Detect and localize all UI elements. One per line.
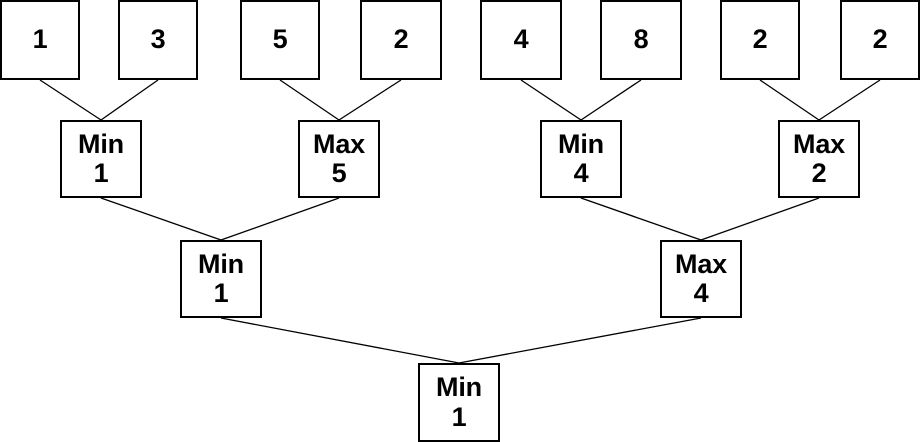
node-value: 8	[633, 24, 649, 55]
tree-node-leaf1[interactable]: 3	[118, 0, 198, 80]
tree-node-leaf6[interactable]: 2	[720, 0, 800, 80]
node-label: Min	[78, 128, 124, 159]
node-value: 2	[393, 24, 409, 55]
tree-edge-n3a-to-root	[220, 317, 460, 364]
node-value: 5	[272, 24, 288, 55]
tree-edge-leaf5-to-n2c	[580, 79, 642, 121]
tree-edge-n3b-to-root	[458, 317, 702, 364]
node-value: 2	[752, 24, 768, 55]
tree-node-leaf4[interactable]: 4	[480, 0, 562, 80]
node-value: 5	[331, 158, 347, 188]
tree-edge-leaf6-to-n2d	[759, 79, 820, 121]
node-value: 1	[93, 158, 109, 188]
node-value: 2	[872, 24, 888, 55]
node-label: Min	[558, 128, 604, 159]
node-value: 3	[150, 24, 166, 55]
node-value: 4	[693, 278, 709, 308]
tree-node-leaf0[interactable]: 1	[0, 0, 80, 80]
tree-edge-leaf3-to-n2b	[338, 79, 402, 121]
tree-edge-n2c-to-n3b	[580, 197, 702, 241]
node-label: Max	[313, 128, 365, 159]
node-value: 4	[513, 24, 529, 55]
node-value: 4	[573, 158, 589, 188]
node-label: Max	[675, 248, 727, 279]
node-value: 1	[451, 401, 467, 432]
tree-edge-leaf1-to-n2a	[100, 79, 159, 121]
node-value: 2	[811, 158, 827, 188]
tree-edge-leaf4-to-n2c	[520, 79, 582, 121]
tree-node-leaf5[interactable]: 8	[600, 0, 682, 80]
tree-node-leaf7[interactable]: 2	[840, 0, 920, 80]
node-label: Max	[793, 128, 845, 159]
node-value: 1	[213, 278, 229, 308]
tree-edge-n2a-to-n3a	[100, 197, 222, 241]
tree-edge-leaf7-to-n2d	[818, 79, 881, 121]
tree-edge-leaf0-to-n2a	[39, 79, 102, 121]
tree-node-leaf3[interactable]: 2	[360, 0, 442, 80]
node-value: 1	[32, 24, 48, 55]
node-label: Min	[198, 248, 244, 279]
tree-node-leaf2[interactable]: 5	[240, 0, 320, 80]
tree-edge-n2b-to-n3a	[220, 197, 340, 241]
tree-edge-leaf2-to-n2b	[279, 79, 340, 121]
node-label: Min	[436, 372, 482, 403]
tree-edge-n2d-to-n3b	[700, 197, 820, 241]
